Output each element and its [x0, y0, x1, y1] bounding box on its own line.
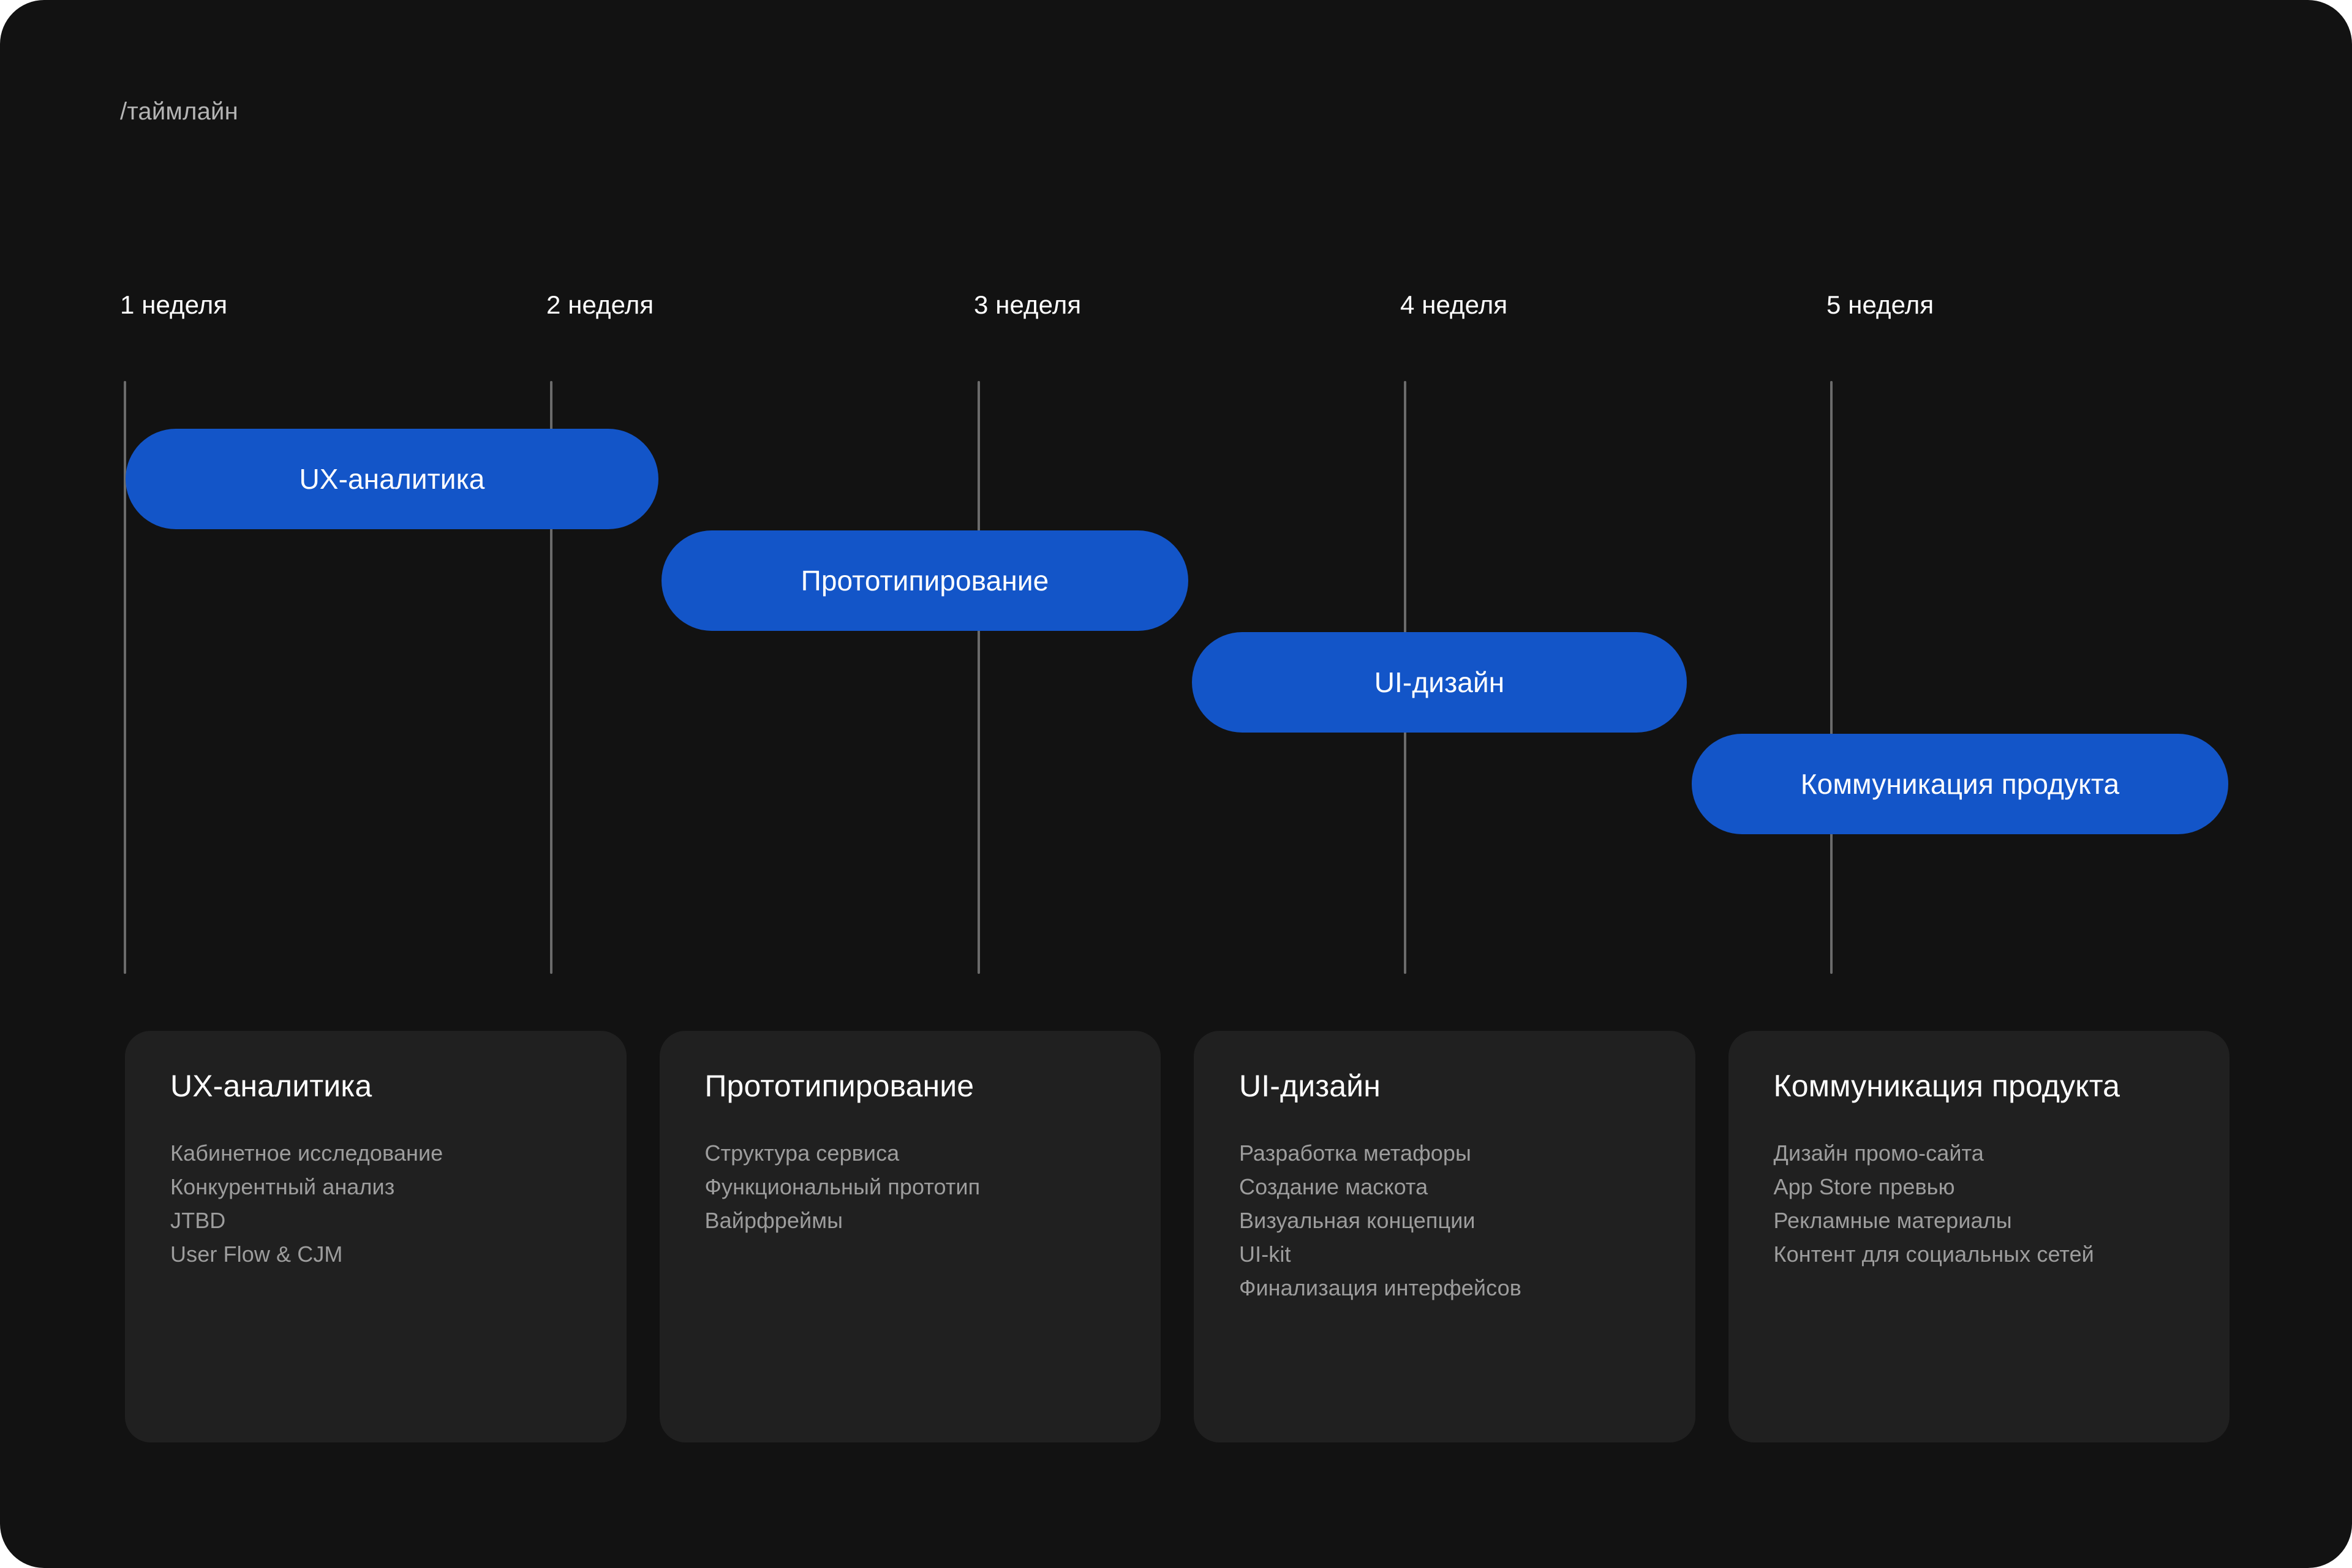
- card-list-item: Создание маскота: [1239, 1174, 1428, 1199]
- card-title: Коммуникация продукта: [1773, 1069, 2120, 1103]
- card-list-item: Структура сервиса: [704, 1140, 900, 1166]
- card-list-item: UI-kit: [1239, 1242, 1291, 1267]
- card-list-item: App Store превью: [1773, 1174, 1955, 1199]
- card-list-item: Рекламные материалы: [1773, 1208, 2012, 1233]
- gantt-bar-2[interactable]: Прототипирование: [662, 530, 1188, 631]
- card-list-item: Визуальная концепции: [1239, 1208, 1476, 1233]
- card-list-item: Функциональный прототип: [704, 1174, 981, 1199]
- card-list-item: JTBD: [170, 1208, 226, 1233]
- card-list-item: Кабинетное исследование: [170, 1140, 443, 1166]
- gantt-bar-4[interactable]: Коммуникация продукта: [1692, 734, 2228, 834]
- gantt-bar-label: UX-аналитика: [299, 463, 485, 495]
- card-title: Прототипирование: [704, 1069, 974, 1103]
- gantt-bar-label: Коммуникация продукта: [1800, 768, 2120, 800]
- card-list-item: User Flow & CJM: [170, 1242, 343, 1267]
- card-list-item: Дизайн промо-сайта: [1773, 1140, 1984, 1166]
- card-title: UX-аналитика: [170, 1069, 372, 1103]
- card-list-item: Конкурентный анализ: [170, 1174, 395, 1199]
- card-title: UI-дизайн: [1239, 1069, 1381, 1103]
- card-list-item: Вайрфреймы: [704, 1208, 843, 1233]
- card-list-item: Контент для социальных сетей: [1773, 1242, 2094, 1267]
- gantt-bar-label: UI-дизайн: [1374, 666, 1505, 698]
- gantt-bar-1[interactable]: UX-аналитика: [126, 429, 658, 529]
- card-list-item: Разработка метафоры: [1239, 1140, 1472, 1166]
- breadcrumb: /таймлайн: [120, 98, 238, 125]
- gantt-bar-label: Прототипирование: [801, 565, 1049, 597]
- gantt-bar-3[interactable]: UI-дизайн: [1192, 632, 1687, 733]
- card-list-item: Финализация интерфейсов: [1239, 1275, 1521, 1300]
